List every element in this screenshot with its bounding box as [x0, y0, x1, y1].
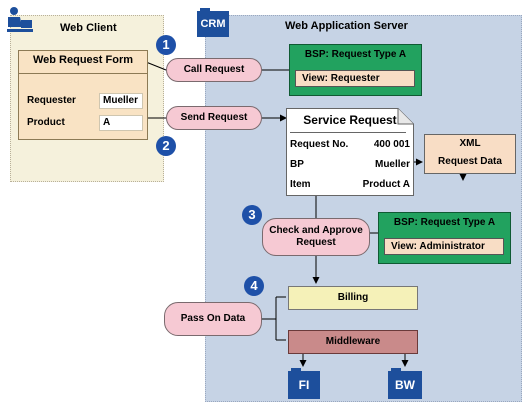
service-request-document: Service Request Request No. 400 001 BP M… — [286, 108, 414, 196]
form-divider — [19, 73, 147, 74]
bw-folder-icon: BW — [388, 368, 422, 400]
service-request-divider — [290, 132, 406, 133]
web-client-label: Web Client — [60, 22, 117, 34]
bsp-requester-title: BSP: Request Type A — [304, 49, 407, 60]
pass-on-data-action: Pass On Data — [164, 302, 262, 336]
fi-label: FI — [288, 371, 320, 399]
request-no-label: Request No. — [290, 139, 349, 150]
item-label: Item — [290, 179, 311, 190]
send-request-action: Send Request — [166, 106, 262, 130]
step-2-badge: 2 — [156, 136, 176, 156]
bsp-requester-box: BSP: Request Type A View: Requester — [289, 44, 422, 96]
bp-value: Mueller — [374, 159, 410, 170]
check-approve-line1: Check and Approve — [269, 225, 363, 236]
middleware-box: Middleware — [288, 330, 418, 354]
crm-folder-icon: CRM — [197, 8, 229, 38]
web-request-form: Web Request Form Requester Mueller Produ… — [18, 50, 148, 140]
step-1-badge: 1 — [156, 35, 176, 55]
bsp-administrator-title: BSP: Request Type A — [393, 217, 496, 228]
step-3-badge: 3 — [242, 205, 262, 225]
request-no-value: 400 001 — [373, 139, 410, 150]
view-requester: View: Requester — [295, 70, 415, 87]
bsp-administrator-box: BSP: Request Type A View: Administrator — [378, 212, 511, 264]
bp-label: BP — [290, 159, 304, 170]
product-field[interactable]: A — [99, 115, 143, 131]
user-at-computer-icon — [7, 7, 33, 32]
request-data-label: Request Data — [438, 156, 502, 167]
item-value: Product A — [362, 179, 410, 190]
xml-label: XML — [459, 138, 481, 149]
requester-field[interactable]: Mueller — [99, 93, 143, 109]
check-approve-action: Check and Approve Request — [262, 218, 370, 256]
requester-label: Requester — [27, 95, 76, 106]
xml-request-data-box: XML Request Data — [424, 134, 516, 174]
fi-folder-icon: FI — [288, 368, 320, 400]
form-title: Web Request Form — [32, 54, 134, 66]
bw-label: BW — [388, 371, 422, 399]
billing-box: Billing — [288, 286, 418, 310]
service-request-title: Service Request — [303, 113, 397, 127]
check-approve-line2: Request — [296, 237, 336, 248]
view-administrator: View: Administrator — [384, 238, 504, 255]
crm-badge-label: CRM — [197, 11, 229, 37]
call-request-action: Call Request — [166, 58, 262, 82]
document-shape — [286, 108, 414, 196]
web-application-server-label: Web Application Server — [285, 20, 408, 32]
product-label: Product — [27, 117, 65, 128]
step-4-badge: 4 — [244, 276, 264, 296]
